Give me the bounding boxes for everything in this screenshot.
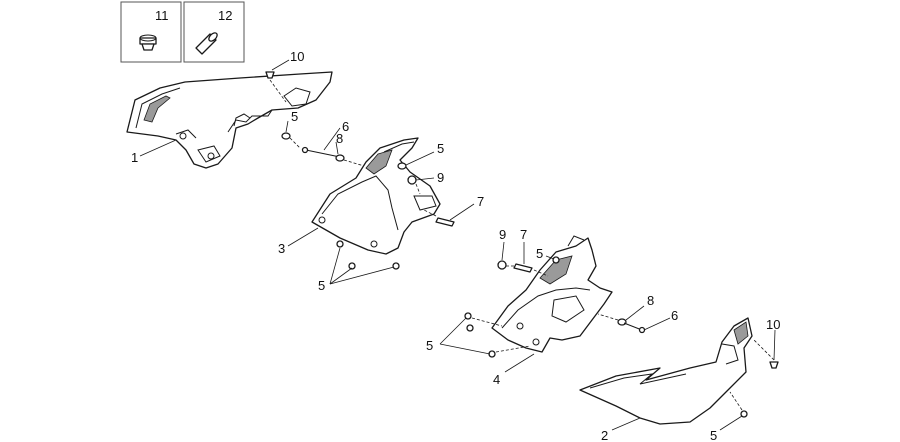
rivet-nut-part-11 [139, 34, 157, 51]
callout-12: 12 [218, 8, 232, 23]
callout-10-upper: 10 [290, 49, 304, 64]
callout-10-lower: 10 [766, 317, 780, 332]
callout-5-washer-upper: 5 [291, 109, 298, 124]
callout-5-mid: 5 [536, 246, 543, 261]
callout-11: 11 [155, 8, 169, 23]
callout-1: 1 [131, 150, 138, 165]
callout-8-lower: 8 [647, 293, 654, 308]
callout-6-lower: 6 [671, 308, 678, 323]
callout-6-upper: 6 [342, 119, 349, 134]
hardware [227, 71, 779, 418]
detail-box-12 [183, 1, 245, 63]
lower-inner-fairing-part-4 [491, 235, 613, 353]
front-inner-fairing-part-3 [311, 137, 441, 255]
callout-4: 4 [493, 372, 500, 387]
assembly-lines [269, 79, 775, 411]
detail-box-11 [120, 1, 182, 63]
spacer-part-12 [195, 32, 218, 55]
callout-7-upper: 7 [477, 194, 484, 209]
callout-labels: 11 12 10 5 6 8 5 9 1 7 3 5 9 7 5 8 6 10 … [131, 8, 780, 442]
callout-9-upper: 9 [437, 170, 444, 185]
callout-3: 3 [278, 241, 285, 256]
lower-side-panel-part-2 [579, 317, 753, 425]
callout-5-bottom: 5 [710, 428, 717, 442]
callout-5-group-left: 5 [318, 278, 325, 293]
callout-7-lower: 7 [520, 227, 527, 242]
callout-2: 2 [601, 428, 608, 442]
upper-side-fairing-part-1 [126, 71, 333, 169]
callout-5-group-lower: 5 [426, 338, 433, 353]
callout-9-lower: 9 [499, 227, 506, 242]
leader-lines [139, 59, 776, 431]
callout-8-upper: 8 [336, 131, 343, 146]
callout-5-right-upper: 5 [437, 141, 444, 156]
